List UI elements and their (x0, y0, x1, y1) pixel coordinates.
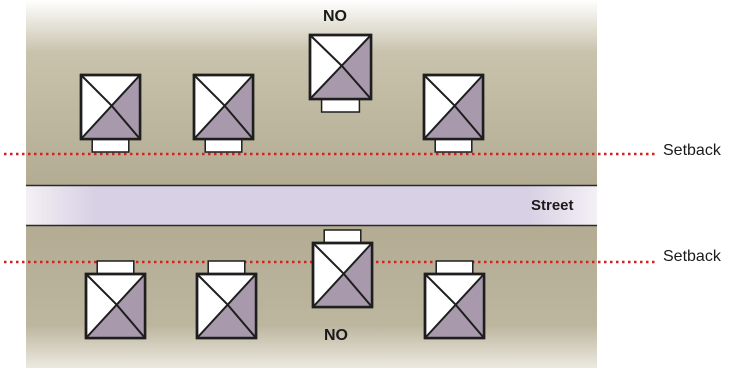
roof-facet-bottom (425, 304, 484, 338)
setback-label-bottom: Setback (663, 248, 721, 265)
house-top-no (308, 33, 373, 113)
house-outline (195, 272, 258, 340)
house-outline (308, 33, 373, 101)
roof-facet-right (227, 274, 256, 338)
roof-hip-line (115, 273, 146, 306)
roof-facet-right (224, 75, 253, 139)
roof-hip-line (424, 273, 457, 306)
house-bottom-2 (195, 260, 258, 340)
roof-hip-line (312, 242, 345, 275)
roof-facet-right (454, 75, 483, 139)
house-outline (84, 272, 147, 340)
street (26, 186, 597, 225)
roof-hip-line (340, 65, 372, 100)
roof-hip-line (424, 304, 457, 339)
roof-hip-line (423, 74, 456, 107)
roof-hip-line (226, 304, 257, 339)
roof-hip-line (110, 105, 141, 140)
house-top-1 (79, 73, 142, 153)
roof-hip-line (454, 304, 485, 339)
house-outline (311, 241, 374, 309)
roof-hip-line (342, 242, 373, 275)
roof-hip-line (453, 105, 484, 140)
house-top-2 (192, 73, 255, 153)
roof-hip-line (85, 273, 118, 306)
roof-hip-line (309, 65, 343, 100)
house-outline (192, 73, 255, 141)
house-outline (79, 73, 142, 141)
roof-hip-line (312, 273, 345, 308)
house-bottom-1 (84, 260, 147, 340)
roof-facet-bottom (197, 304, 256, 338)
roof-hip-line (196, 304, 229, 339)
roof-hip-line (309, 34, 343, 67)
roof-hip-line (80, 105, 113, 140)
roof-facet-bottom (81, 105, 140, 139)
house-bottom-no (311, 229, 374, 309)
roof-hip-line (85, 304, 118, 339)
roof-facet-right (116, 274, 145, 338)
roof-facet-bottom (424, 105, 483, 139)
roof-hip-line (340, 34, 372, 67)
roof-facet-right (455, 274, 484, 338)
roof-hip-line (196, 273, 229, 306)
roof-facet-bottom (313, 273, 372, 307)
roof-facet-bottom (86, 304, 145, 338)
roof-hip-line (423, 105, 456, 140)
roof-hip-line (454, 273, 485, 306)
roof-hip-line (342, 273, 373, 308)
roof-hip-line (193, 105, 226, 140)
bottom-no-label: NO (324, 327, 348, 344)
top-no-label: NO (323, 8, 347, 25)
roof-hip-line (110, 74, 141, 107)
house-outline (422, 73, 485, 141)
house-top-4 (422, 73, 485, 153)
roof-facet-right (343, 243, 372, 307)
roof-hip-line (223, 74, 254, 107)
roof-facet-right (341, 35, 371, 99)
house-outline (423, 272, 486, 340)
roof-hip-line (193, 74, 226, 107)
house-bottom-4 (423, 260, 486, 340)
roof-hip-line (453, 74, 484, 107)
roof-hip-line (80, 74, 113, 107)
roof-hip-line (115, 304, 146, 339)
roof-hip-line (226, 273, 257, 306)
roof-facet-bottom (310, 65, 371, 99)
street-label: Street (531, 197, 574, 214)
roof-facet-bottom (194, 105, 253, 139)
setback-label-top: Setback (663, 142, 721, 159)
roof-hip-line (223, 105, 254, 140)
roof-facet-right (111, 75, 140, 139)
